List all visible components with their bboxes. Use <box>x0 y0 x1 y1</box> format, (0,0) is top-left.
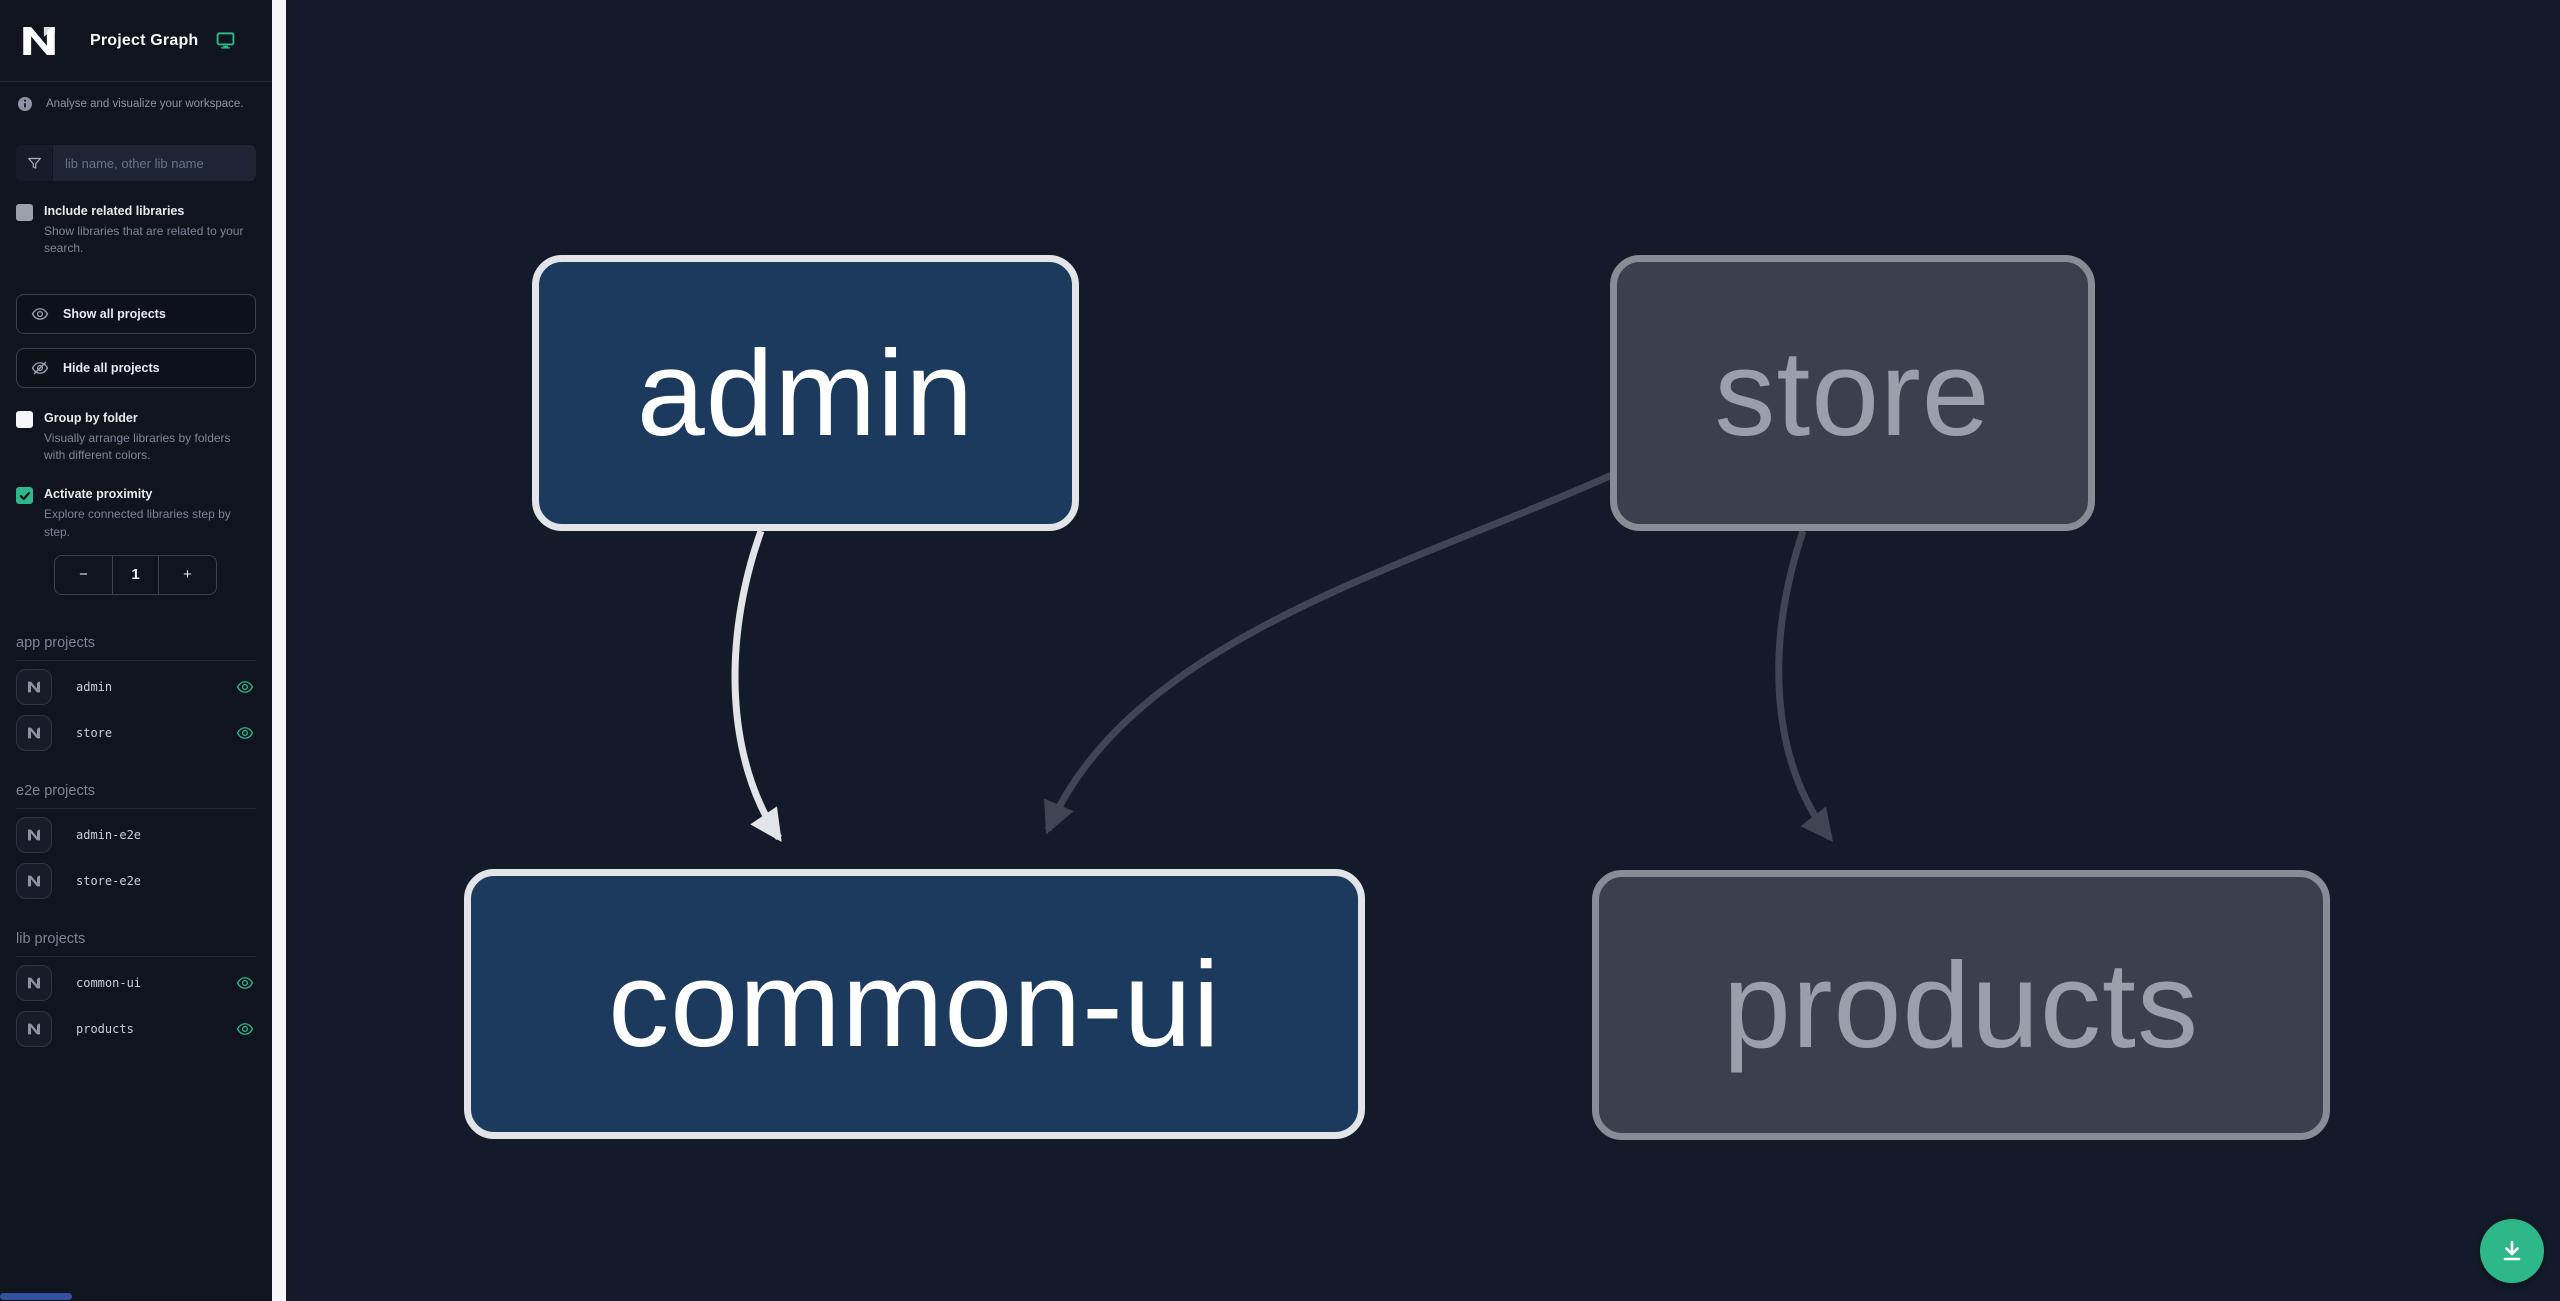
proximity-decrement-button[interactable]: − <box>55 556 112 594</box>
graph-node-label: products <box>1723 937 2199 1073</box>
project-row-store-e2e[interactable]: store-e2e <box>16 861 256 901</box>
project-icon <box>16 816 52 853</box>
project-icon <box>16 714 52 751</box>
nx-logo-icon <box>23 26 55 55</box>
sidebar-scrollbar[interactable] <box>272 0 286 1301</box>
section-heading: app projects <box>16 595 256 661</box>
checkbox-label: Group by folder <box>44 410 138 425</box>
checkbox-description: Explore connected libraries step by step… <box>44 507 231 539</box>
nx-mark-icon <box>28 875 40 887</box>
project-icon <box>16 964 52 1001</box>
project-row-products[interactable]: products <box>16 1009 256 1049</box>
project-row-common-ui[interactable]: common-ui <box>16 963 256 1003</box>
project-name: admin <box>76 679 113 694</box>
section-heading: lib projects <box>16 901 256 957</box>
eye-icon[interactable] <box>236 1020 254 1038</box>
checkbox-box-checked[interactable] <box>16 487 33 505</box>
project-row-admin-e2e[interactable]: admin-e2e <box>16 815 256 855</box>
eye-icon[interactable] <box>236 724 254 742</box>
project-icon <box>16 1010 52 1047</box>
nx-mark-icon <box>28 829 40 841</box>
graph-node-label: store <box>1714 325 1991 461</box>
eye-icon[interactable] <box>236 974 254 992</box>
project-icon <box>16 668 52 705</box>
checkbox-description: Visually arrange libraries by folders wi… <box>44 430 231 462</box>
graph-node-products[interactable]: products <box>1592 870 2330 1140</box>
checkbox-label: Include related libraries <box>44 204 185 218</box>
project-row-store[interactable]: store <box>16 713 256 753</box>
checkbox-box[interactable] <box>16 410 33 428</box>
download-graph-button[interactable] <box>2480 1219 2544 1283</box>
info-icon <box>18 97 32 111</box>
graph-node-common-ui[interactable]: common-ui <box>464 869 1365 1139</box>
hide-all-projects-button[interactable]: Hide all projects <box>16 347 256 388</box>
nx-mark-icon <box>28 1023 40 1035</box>
page-title: Project Graph <box>90 31 199 49</box>
eye-icon[interactable] <box>236 678 254 696</box>
button-label: Show all projects <box>63 306 166 321</box>
graph-node-label: admin <box>636 325 975 461</box>
download-icon <box>2503 1240 2521 1261</box>
button-label: Hide all projects <box>63 360 160 375</box>
project-name: products <box>76 1021 134 1036</box>
section-app-projects: app projects admin <box>16 595 256 753</box>
checkbox-include-related-libraries[interactable]: Include related libraries Show libraries… <box>16 203 256 258</box>
edge-admin-to-common-ui <box>731 529 782 842</box>
section-e2e-projects: e2e projects admin-e2e store-e2e <box>16 753 256 901</box>
section-lib-projects: lib projects common-ui <box>16 901 256 1049</box>
project-name: store-e2e <box>76 873 142 888</box>
proximity-stepper: − 1 + <box>54 554 217 595</box>
proximity-value: 1 <box>112 555 158 594</box>
section-heading: e2e projects <box>16 753 256 809</box>
monitor-icon <box>217 32 235 49</box>
edge-store-to-products <box>1775 529 1833 842</box>
tagline-text: Analyse and visualize your workspace. <box>46 98 244 110</box>
sidebar-header: Project Graph <box>0 0 272 82</box>
eye-icon <box>31 307 49 320</box>
horizontal-scrollbar-thumb[interactable] <box>0 1293 72 1300</box>
project-name: store <box>76 725 113 740</box>
project-name: common-ui <box>76 975 142 990</box>
project-icon <box>16 862 52 899</box>
eye-off-icon <box>31 361 49 375</box>
search-box <box>16 145 256 181</box>
checkbox-group-by-folder[interactable]: Group by folder Visually arrange librari… <box>16 410 256 465</box>
nx-mark-icon <box>28 727 40 739</box>
workspace-tagline: Analyse and visualize your workspace. <box>0 82 272 111</box>
graph-node-store[interactable]: store <box>1610 255 2095 531</box>
show-all-projects-button[interactable]: Show all projects <box>16 293 256 334</box>
graph-node-admin[interactable]: admin <box>532 255 1079 531</box>
checkbox-activate-proximity[interactable]: Activate proximity Explore connected lib… <box>16 486 256 541</box>
project-row-admin[interactable]: admin <box>16 667 256 707</box>
checkbox-label: Activate proximity <box>44 487 153 502</box>
checkmark-icon <box>19 491 30 500</box>
checkbox-description: Show libraries that are related to your … <box>44 223 244 256</box>
funnel-icon <box>16 145 53 181</box>
checkbox-box[interactable] <box>16 204 33 221</box>
graph-node-label: common-ui <box>608 936 1221 1072</box>
search-input[interactable] <box>53 145 256 181</box>
edge-store-to-common-ui <box>1044 471 1614 835</box>
sidebar: Project Graph Analyse and visualize your… <box>0 0 272 1301</box>
proximity-increment-button[interactable]: + <box>158 555 216 594</box>
nx-mark-icon <box>28 977 40 989</box>
project-name: admin-e2e <box>76 827 142 842</box>
nx-mark-icon <box>28 681 40 693</box>
